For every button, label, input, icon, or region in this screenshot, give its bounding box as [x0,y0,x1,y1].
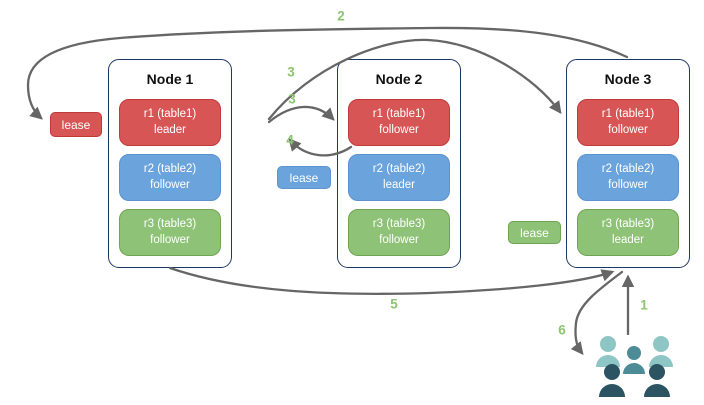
step-label-4: 4 [286,132,294,148]
replica-name: r2 (table2) [372,163,426,176]
replica-name: r1 (table1) [143,108,197,121]
replica-name: r1 (table1) [372,108,426,121]
replica-role: follower [150,178,190,191]
arrow-step-3-leader-to-node2 [267,105,335,124]
node-3-replica-r3: r3 (table3) leader [577,209,679,256]
replica-name: r2 (table2) [143,163,197,176]
user-front-right [644,364,670,397]
node-2-replica-r2: r2 (table2) leader [348,154,450,201]
user-back-left [596,336,620,367]
node-3-title: Node 3 [604,71,652,87]
replica-role: follower [608,178,648,191]
step-label-2: 2 [337,8,345,24]
lease-badge-table1: lease [50,112,102,137]
users-icon [596,336,673,397]
node-2-title: Node 2 [375,71,423,87]
step-label-1: 1 [640,297,648,313]
arrow-step-5 [168,266,615,296]
replica-role: leader [383,178,415,191]
node-3-replica-r2: r2 (table2) follower [577,154,679,201]
node-3: Node 3 r1 (table1) follower r2 (table2) … [566,59,690,268]
step-label-6: 6 [558,322,566,338]
user-front-left [599,364,625,397]
replica-name: r3 (table3) [601,218,655,231]
node-1-replica-r3: r3 (table3) follower [119,209,221,256]
replica-role: leader [612,233,644,246]
replica-name: r3 (table3) [372,218,426,231]
step-label-3-long: 3 [287,64,295,80]
replica-role: follower [608,123,648,136]
step-label-5: 5 [390,296,398,312]
user-middle [623,346,645,374]
node-2-replica-r1: r1 (table1) follower [348,99,450,146]
node-1: Node 1 r1 (table1) leader r2 (table2) fo… [108,59,232,268]
node-1-replica-r1: r1 (table1) leader [119,99,221,146]
lease-badge-table3: lease [508,221,561,244]
node-2-replica-r3: r3 (table3) follower [348,209,450,256]
replica-role: leader [154,123,186,136]
user-back-right [649,336,673,367]
replica-role: follower [150,233,190,246]
arrow-step-6 [570,270,624,355]
replica-role: follower [379,233,419,246]
replica-name: r3 (table3) [143,218,197,231]
replica-role: follower [379,123,419,136]
step-label-3-short: 3 [288,91,296,107]
node-3-replica-r1: r1 (table1) follower [577,99,679,146]
node-2: Node 2 r1 (table1) follower r2 (table2) … [337,59,461,268]
replica-name: r1 (table1) [601,108,655,121]
lease-badge-table2: lease [277,166,331,189]
replica-name: r2 (table2) [601,163,655,176]
node-1-title: Node 1 [146,71,194,87]
node-1-replica-r2: r2 (table2) follower [119,154,221,201]
